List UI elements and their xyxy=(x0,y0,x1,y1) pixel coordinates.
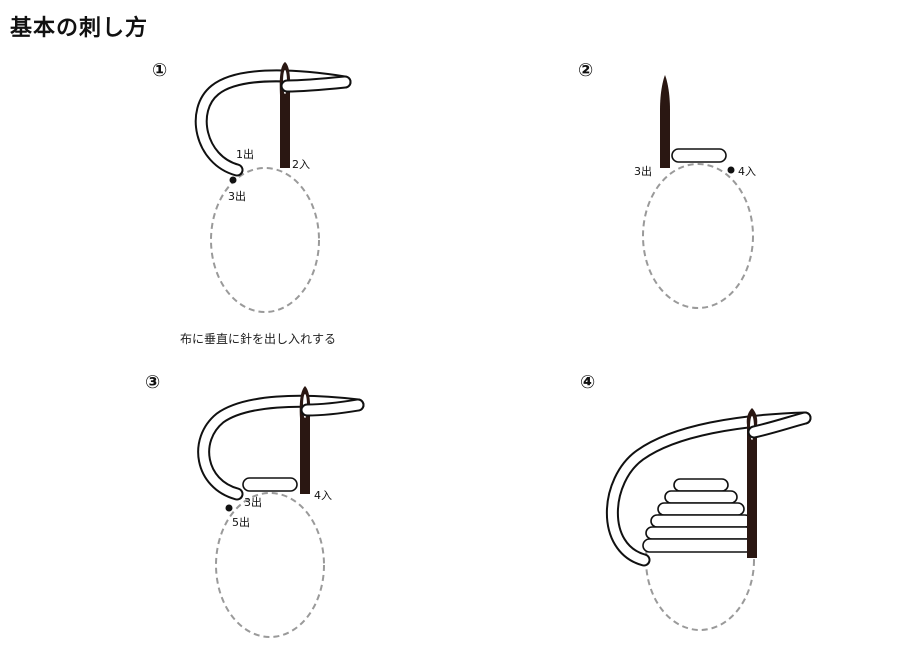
step-2-guide-oval xyxy=(642,163,754,309)
step-1-guide-oval xyxy=(210,167,320,313)
step-2-number: ② xyxy=(578,60,594,81)
step-2-label-out3: 3出 xyxy=(634,165,652,178)
step-3-first-stitch xyxy=(242,477,298,492)
step-3-point-5 xyxy=(225,504,233,512)
page-title: 基本の刺し方 xyxy=(10,16,149,41)
step-3-label-out3: 3出 xyxy=(244,496,262,509)
step-1-label-in2: 2入 xyxy=(292,158,310,171)
step-1-label-out3: 3出 xyxy=(228,190,246,203)
step-4-number: ④ xyxy=(580,372,596,393)
step-3-label-out5: 5出 xyxy=(232,516,250,529)
step-4-diagram xyxy=(606,408,812,631)
step-3-label-in4: 4入 xyxy=(314,489,332,502)
step-1-needle xyxy=(279,62,291,168)
step-2-stitch xyxy=(671,148,727,163)
step-2-diagram xyxy=(642,75,754,309)
step-1-diagram xyxy=(194,62,352,313)
step-4-stitches xyxy=(642,478,754,553)
step-2-label-in4: 4入 xyxy=(738,165,756,178)
step-2-needle xyxy=(660,75,670,168)
step-1-point-3 xyxy=(229,176,237,184)
step-3-guide-oval xyxy=(215,492,325,638)
step-1-label-out1: 1出 xyxy=(236,148,254,161)
step-3-diagram xyxy=(197,386,365,638)
step-3-thread xyxy=(197,394,365,501)
step-3-number: ③ xyxy=(145,372,161,393)
step-1-caption: 布に垂直に針を出し入れする xyxy=(180,332,337,346)
step-3-needle xyxy=(299,386,311,494)
step-1-thread xyxy=(194,69,352,177)
step-2-point-4 xyxy=(727,166,735,174)
step-1-number: ① xyxy=(152,60,168,81)
